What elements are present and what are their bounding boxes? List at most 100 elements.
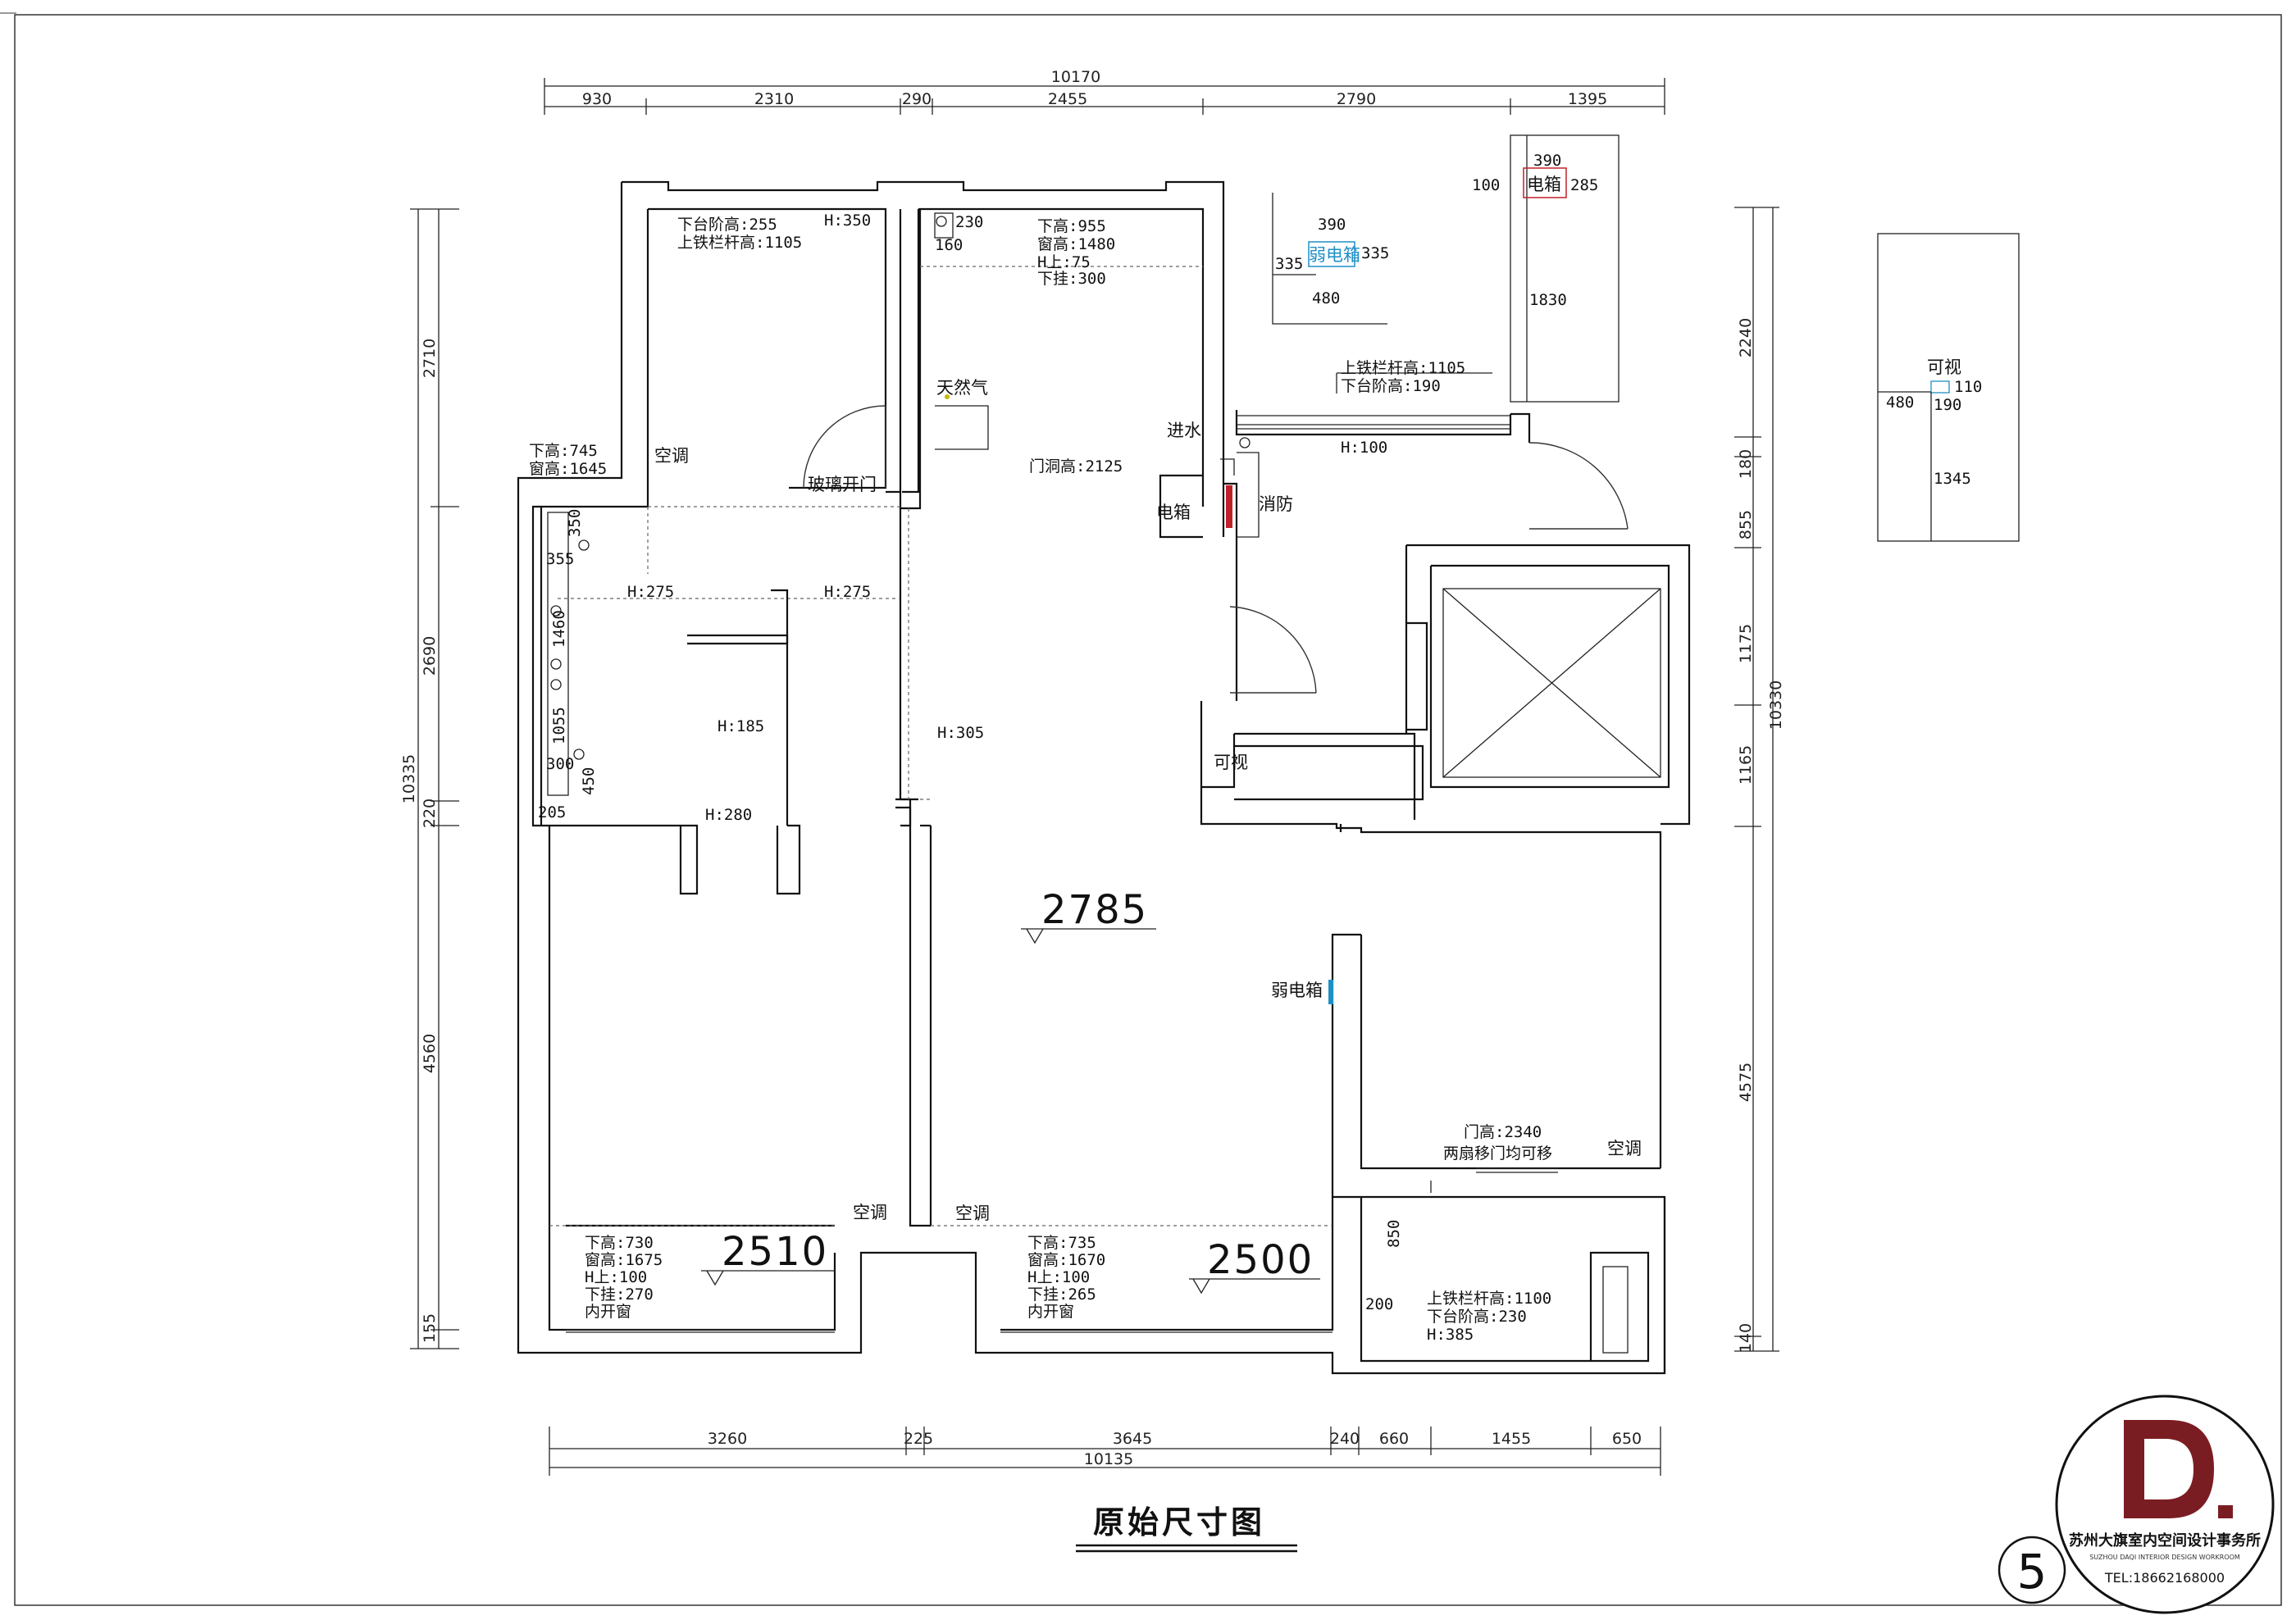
note-ac-1: 空调 bbox=[654, 446, 689, 466]
note-inlet: 进水 bbox=[1167, 421, 1201, 440]
detail-box: 可视 480 110 190 1345 bbox=[1877, 233, 2020, 542]
note-glass-door: 玻璃开门 bbox=[808, 475, 877, 494]
ceiling-height-bedroom: 2510 bbox=[722, 1229, 828, 1275]
right-dim-2: 180 bbox=[1737, 449, 1755, 479]
note-left-205: 205 bbox=[538, 803, 566, 821]
gas-dot-icon bbox=[945, 394, 950, 399]
note-balcony-top-2: 下台阶高:190 bbox=[1341, 377, 1441, 395]
note-w735-5: 内开窗 bbox=[1027, 1303, 1074, 1321]
note-h275-a: H:275 bbox=[627, 583, 674, 601]
note-weak-top-335r: 335 bbox=[1361, 244, 1389, 262]
detail-title: 可视 bbox=[1927, 357, 1961, 377]
note-balcony-b-3: H:385 bbox=[1427, 1326, 1474, 1344]
doors bbox=[803, 167, 1950, 1004]
weak-box-top-outline bbox=[1308, 241, 1355, 267]
note-door-opening: 门洞高:2125 bbox=[1029, 457, 1123, 476]
ceiling-height-master: 2500 bbox=[1207, 1237, 1314, 1283]
note-ac-4: 空调 bbox=[955, 1204, 990, 1223]
note-elec-top-1830: 1830 bbox=[1529, 291, 1567, 309]
sheet-border bbox=[14, 14, 2282, 1606]
detail-1345: 1345 bbox=[1934, 470, 1971, 488]
drawing-title: 原始尺寸图 bbox=[1076, 1504, 1297, 1553]
outlet-icon bbox=[550, 658, 562, 670]
note-weak-top-390: 390 bbox=[1318, 216, 1346, 234]
note-kitchen-2: 窗高:1480 bbox=[1037, 235, 1115, 253]
right-dim-5: 1165 bbox=[1737, 745, 1755, 785]
note-w730-2: 窗高:1675 bbox=[585, 1251, 663, 1269]
note-weak-top-335l: 335 bbox=[1275, 255, 1303, 273]
note-left-350: 350 bbox=[566, 509, 584, 537]
note-step-height: 下台阶高:255 bbox=[677, 216, 777, 234]
note-balcony-850: 850 bbox=[1385, 1220, 1403, 1248]
note-sliding-2: 两扇移门均可移 bbox=[1443, 1144, 1552, 1163]
bottom-dim-7: 650 bbox=[1612, 1430, 1642, 1448]
ceiling-height-markers: 2785 2510 2500 bbox=[701, 887, 1320, 1295]
note-ac-3: 空调 bbox=[853, 1203, 887, 1222]
note-kitchen-230: 230 bbox=[955, 213, 983, 231]
outlet-icon bbox=[550, 679, 562, 690]
bottom-dim-total: 10135 bbox=[1084, 1450, 1133, 1468]
note-window-745-2: 窗高:1645 bbox=[529, 460, 607, 478]
note-left-300: 300 bbox=[546, 755, 574, 773]
note-gas: 天然气 bbox=[936, 378, 988, 398]
elec-box-top-outline bbox=[1523, 167, 1567, 198]
top-dim-5: 2790 bbox=[1337, 90, 1376, 108]
bottom-dimensions: 3260 225 3645 240 660 1455 650 10135 bbox=[549, 1427, 1661, 1476]
note-kitchen-160: 160 bbox=[935, 236, 963, 254]
right-dim-3: 855 bbox=[1737, 510, 1755, 539]
note-window-745-1: 下高:745 bbox=[529, 442, 598, 460]
logo-company-en: SUZHOU DAQI INTERIOR DESIGN WORKROOM bbox=[2089, 1554, 2240, 1561]
note-left-450: 450 bbox=[580, 767, 598, 795]
top-dim-4: 2455 bbox=[1048, 90, 1087, 108]
bottom-dim-6: 1455 bbox=[1492, 1430, 1531, 1448]
top-dim-6: 1395 bbox=[1568, 90, 1607, 108]
company-logo: 苏州大旗室内空间设计事务所 SUZHOU DAQI INTERIOR DESIG… bbox=[2055, 1395, 2275, 1614]
note-rail-height: 上铁栏杆高:1105 bbox=[677, 234, 802, 252]
bottom-dim-1: 3260 bbox=[708, 1430, 747, 1448]
top-dim-3: 290 bbox=[902, 90, 932, 108]
note-w735-1: 下高:735 bbox=[1027, 1234, 1096, 1252]
note-h100: H:100 bbox=[1341, 439, 1387, 457]
logo-tel: TEL:18662168000 bbox=[2104, 1570, 2225, 1586]
note-h280: H:280 bbox=[705, 806, 752, 824]
page-number-text: 5 bbox=[2017, 1544, 2048, 1600]
left-dim-4: 4560 bbox=[421, 1034, 439, 1073]
note-elec-top-100: 100 bbox=[1472, 176, 1500, 194]
page-number: 5 bbox=[1998, 1536, 2066, 1604]
note-sliding-1: 门高:2340 bbox=[1464, 1123, 1542, 1141]
note-h185: H:185 bbox=[718, 717, 764, 735]
outlet-icons bbox=[550, 216, 1250, 760]
note-elec-top-390: 390 bbox=[1533, 152, 1561, 170]
left-dim-3: 220 bbox=[421, 799, 439, 828]
left-dim-5: 155 bbox=[421, 1313, 439, 1343]
note-w730-1: 下高:730 bbox=[585, 1234, 654, 1252]
note-kitchen-3: H上:75 bbox=[1037, 253, 1091, 271]
left-dimensions: 10335 2710 2690 220 4560 155 bbox=[400, 208, 459, 1349]
note-w735-2: 窗高:1670 bbox=[1027, 1251, 1105, 1269]
right-dim-4: 1175 bbox=[1737, 624, 1755, 663]
note-w735-3: H上:100 bbox=[1027, 1268, 1090, 1286]
left-dim-2: 2690 bbox=[421, 636, 439, 676]
note-weak-top-label: 弱电箱 bbox=[1309, 245, 1360, 265]
detail-190: 190 bbox=[1934, 396, 1961, 414]
note-left-355: 355 bbox=[546, 550, 574, 568]
note-fire: 消防 bbox=[1259, 494, 1293, 514]
note-h275-b: H:275 bbox=[824, 583, 871, 601]
outlet-icon bbox=[578, 539, 590, 551]
bottom-dim-3: 3645 bbox=[1113, 1430, 1152, 1448]
note-weak-box-2: 弱电箱 bbox=[1271, 981, 1323, 1000]
right-dim-6: 4575 bbox=[1737, 1063, 1755, 1102]
note-weak-top-480: 480 bbox=[1312, 289, 1340, 307]
elec-box-red bbox=[1226, 485, 1232, 528]
ceiling-height-living: 2785 bbox=[1041, 887, 1148, 933]
note-w730-3: H上:100 bbox=[585, 1268, 647, 1286]
bottom-dim-4: 240 bbox=[1330, 1430, 1360, 1448]
right-dim-total: 10330 bbox=[1767, 680, 1785, 730]
note-balcony-b-2: 下台阶高:230 bbox=[1427, 1308, 1527, 1326]
note-w735-4: 下挂:265 bbox=[1027, 1286, 1096, 1304]
annotations: 下台阶高:255 上铁栏杆高:1105 H:350 下高:955 窗高:1480… bbox=[529, 152, 1642, 1344]
top-dim-2: 2310 bbox=[754, 90, 794, 108]
weak-box-blue bbox=[1328, 980, 1333, 1004]
note-balcony-top-1: 上铁栏杆高:1105 bbox=[1341, 359, 1465, 377]
